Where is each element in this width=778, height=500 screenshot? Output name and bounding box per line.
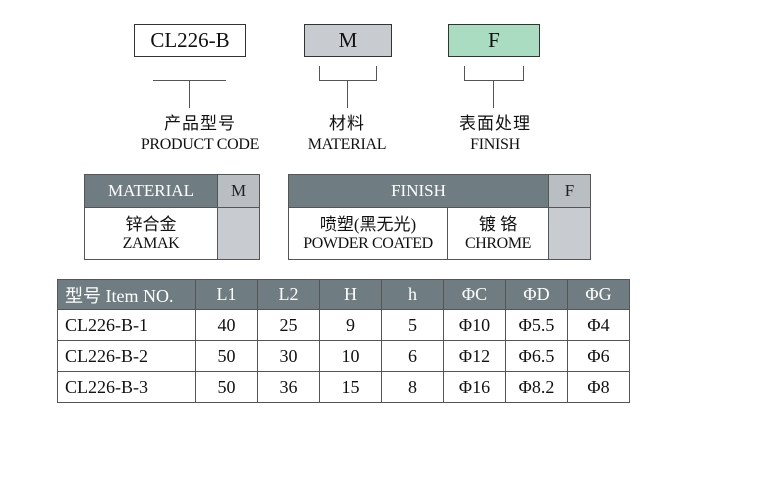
col-header-h-upper: H <box>319 279 382 310</box>
finish-table-code: F <box>548 174 591 208</box>
cell-phi-c: Φ12 <box>443 340 506 372</box>
cell-l2: 36 <box>257 371 320 403</box>
finish-option-2-cn: 镀 铬 <box>478 214 518 234</box>
cell-h-upper: 15 <box>319 371 382 403</box>
material-code-text: M <box>338 28 358 52</box>
cell-item-no: CL226-B-3 <box>57 371 196 403</box>
col-header-phi-g: ΦG <box>567 279 630 310</box>
material-option-zamak: 锌合金 ZAMAK <box>84 207 218 260</box>
material-caption-cn: 材料 <box>329 114 365 133</box>
product-code-caption-cn: 产品型号 <box>164 114 236 133</box>
finish-code-box: F <box>448 24 540 57</box>
material-swatch <box>217 207 260 260</box>
cell-h-upper: 10 <box>319 340 382 372</box>
material-option-cn: 锌合金 <box>125 214 177 234</box>
material-caption-en: MATERIAL <box>307 136 387 153</box>
cell-item-no: CL226-B-1 <box>57 309 196 341</box>
finish-option-2-en: CHROME <box>464 234 532 252</box>
cell-phi-d: Φ5.5 <box>505 309 568 341</box>
col-header-l2: L2 <box>257 279 320 310</box>
cell-l1: 40 <box>195 309 258 341</box>
cell-l2: 25 <box>257 309 320 341</box>
cell-phi-c: Φ16 <box>443 371 506 403</box>
finish-option-chrome: 镀 铬 CHROME <box>447 207 549 260</box>
spec-table: 型号 Item NO. L1 L2 H h ΦC ΦD ΦG CL226-B-1… <box>57 279 630 403</box>
col-header-phi-c: ΦC <box>443 279 506 310</box>
material-table-header: MATERIAL <box>84 174 218 208</box>
product-code-caption-en: PRODUCT CODE <box>140 136 260 153</box>
finish-option-powder-coated: 喷塑(黑无光) POWDER COATED <box>288 207 448 260</box>
cell-h-lower: 8 <box>381 371 444 403</box>
cell-phi-d: Φ8.2 <box>505 371 568 403</box>
spec-table-header-row: 型号 Item NO. L1 L2 H h ΦC ΦD ΦG <box>57 279 630 310</box>
cell-h-upper: 9 <box>319 309 382 341</box>
finish-caption-cn: 表面处理 <box>459 114 531 133</box>
col-header-h-lower: h <box>381 279 444 310</box>
cell-phi-g: Φ6 <box>567 340 630 372</box>
finish-option-1-cn: 喷塑(黑无光) <box>319 214 417 234</box>
col-header-phi-d: ΦD <box>505 279 568 310</box>
material-code-box: M <box>304 24 392 57</box>
cell-phi-g: Φ8 <box>567 371 630 403</box>
cell-l1: 50 <box>195 340 258 372</box>
col-header-l1: L1 <box>195 279 258 310</box>
cell-phi-c: Φ10 <box>443 309 506 341</box>
cell-l1: 50 <box>195 371 258 403</box>
table-row: CL226-B-3 50 36 15 8 Φ16 Φ8.2 Φ8 <box>57 371 630 403</box>
finish-table-header: FINISH <box>288 174 549 208</box>
product-code-box: CL226-B <box>134 24 246 57</box>
material-caption: 材料 MATERIAL <box>287 113 407 155</box>
material-option-en: ZAMAK <box>122 234 180 252</box>
finish-option-1-en: POWDER COATED <box>303 234 433 252</box>
finish-caption: 表面处理 FINISH <box>440 113 550 155</box>
cell-phi-d: Φ6.5 <box>505 340 568 372</box>
cell-h-lower: 5 <box>381 309 444 341</box>
cell-l2: 30 <box>257 340 320 372</box>
table-row: CL226-B-1 40 25 9 5 Φ10 Φ5.5 Φ4 <box>57 309 630 341</box>
cell-item-no: CL226-B-2 <box>57 340 196 372</box>
table-row: CL226-B-2 50 30 10 6 Φ12 Φ6.5 Φ6 <box>57 340 630 372</box>
cell-h-lower: 6 <box>381 340 444 372</box>
product-code-text: CL226-B <box>150 28 230 52</box>
material-table-code: M <box>217 174 260 208</box>
finish-swatch <box>548 207 591 260</box>
cell-phi-g: Φ4 <box>567 309 630 341</box>
finish-caption-en: FINISH <box>470 136 520 153</box>
product-code-caption: 产品型号 PRODUCT CODE <box>110 113 290 155</box>
finish-code-text: F <box>488 28 500 52</box>
col-header-item-no: 型号 Item NO. <box>57 279 196 310</box>
